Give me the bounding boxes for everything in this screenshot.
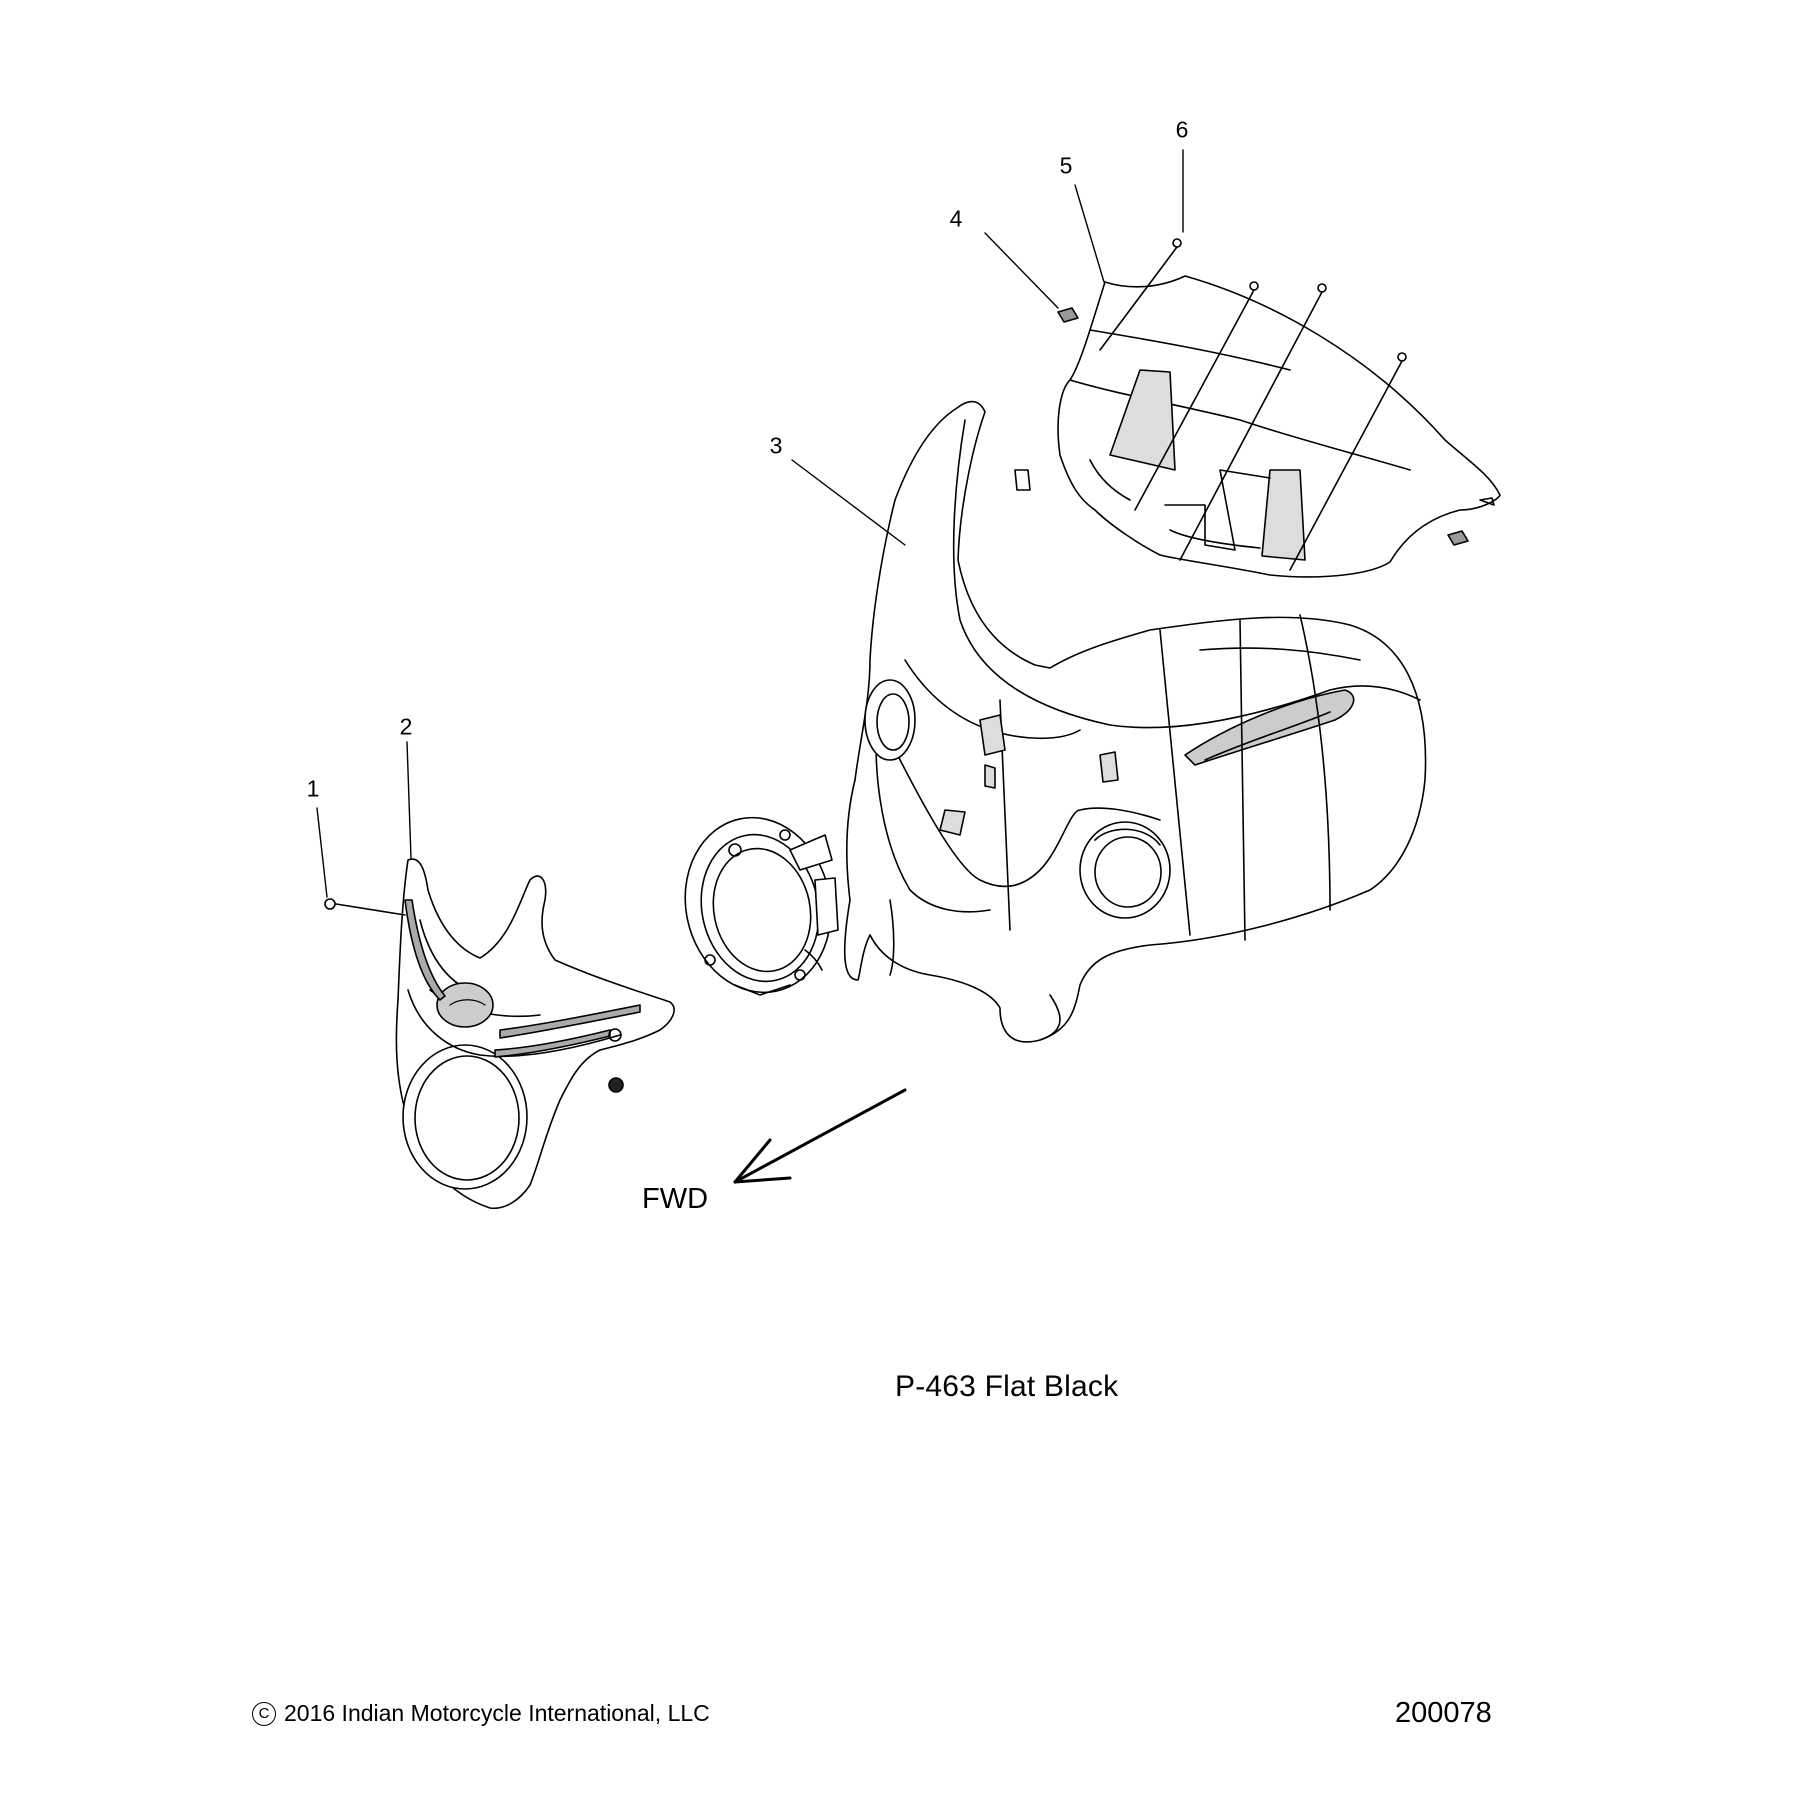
leader-lines [316, 149, 1184, 898]
part-1-screw [324, 898, 406, 916]
headlamp-mount-ring [684, 816, 839, 996]
copyright-notice: C 2016 Indian Motorcycle International, … [252, 1700, 710, 1727]
callout-1: 1 [306, 775, 320, 802]
diagram-reference-number: 200078 [1395, 1697, 1492, 1729]
callout-4: 4 [949, 205, 963, 232]
copyright-icon: C [252, 1701, 276, 1726]
callout-2: 2 [399, 713, 413, 740]
part-6-screws [1099, 238, 1407, 571]
callout-5: 5 [1059, 152, 1073, 179]
copyright-text: 2016 Indian Motorcycle International, LL… [284, 1700, 710, 1726]
forward-direction-arrow [733, 1088, 907, 1184]
callout-6: 6 [1175, 116, 1189, 143]
part-4-clips [1057, 307, 1469, 546]
fwd-label: FWD [642, 1183, 709, 1215]
callout-3: 3 [769, 432, 783, 459]
paint-code-note: P-463 Flat Black [895, 1370, 1119, 1403]
part-3-main-fairing [843, 400, 1427, 1043]
part-5-upper-panel [1057, 275, 1501, 578]
part-2-headlamp-bezel [395, 858, 675, 1210]
